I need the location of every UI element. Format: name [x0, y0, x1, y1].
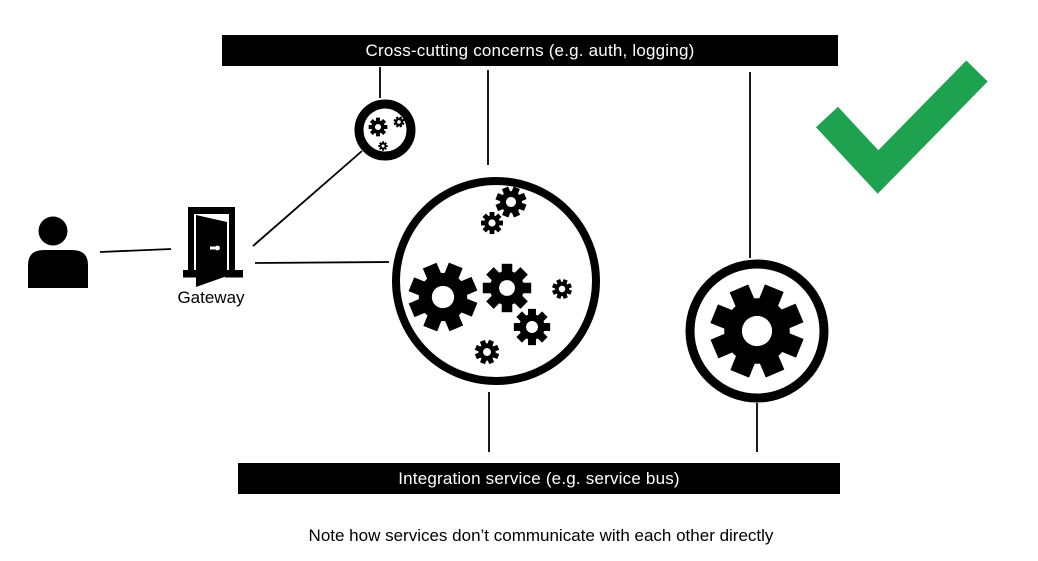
services-cluster-icon: [392, 177, 600, 385]
integration-service-bar: Integration service (e.g. service bus): [238, 463, 840, 494]
door-gateway-icon: [183, 207, 243, 287]
gateway-label: Gateway: [177, 288, 245, 307]
note-text: Note how services don’t communicate with…: [308, 526, 774, 545]
integration-service-bar-label: Integration service (e.g. service bus): [398, 468, 680, 488]
checkmark-icon: [816, 60, 988, 194]
single-service-icon: [685, 259, 829, 403]
line-gateway-to-services-cluster: [254, 261, 390, 264]
user-icon: [28, 216, 88, 288]
cross-cutting-service-icon: [354, 99, 416, 161]
line-user-to-gateway: [99, 248, 172, 253]
connector-lines: [99, 67, 758, 452]
line-gateway-to-crosscut-service: [252, 150, 363, 247]
cross-cutting-bar-label: Cross-cutting concerns (e.g. auth, loggi…: [365, 40, 695, 60]
cross-cutting-bar: Cross-cutting concerns (e.g. auth, loggi…: [222, 35, 838, 66]
